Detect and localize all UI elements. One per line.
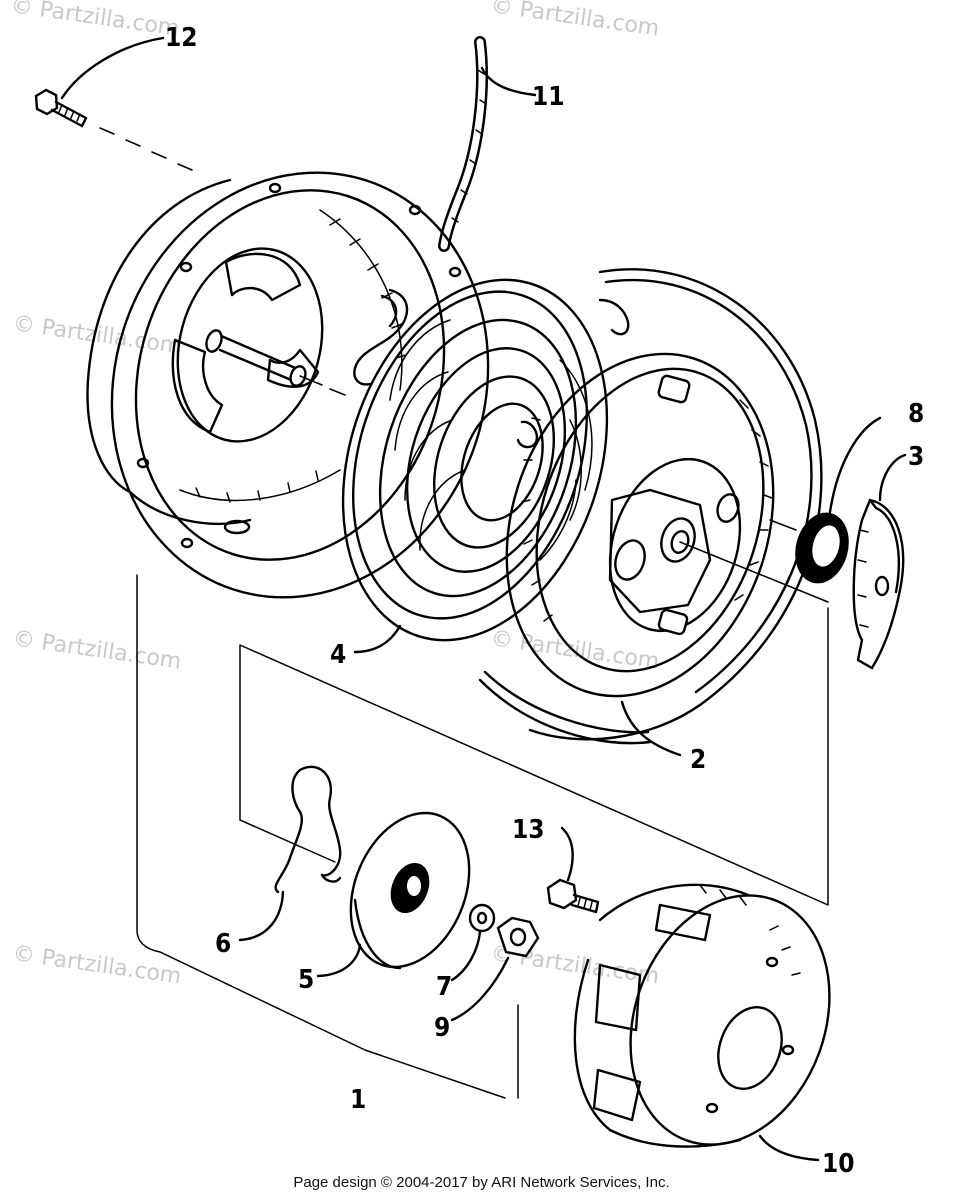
callout-4: 4: [330, 640, 346, 670]
part-4-spring: [341, 278, 630, 642]
callouts: 1 2 3 4 5 6 7 8 9 10 11 12 13: [165, 23, 924, 1179]
callout-2: 2: [690, 745, 706, 775]
callout-12: 12: [165, 23, 198, 53]
callout-1: 1: [350, 1085, 366, 1115]
callout-11: 11: [532, 82, 565, 112]
part-7-washer: [468, 903, 496, 933]
callout-7: 7: [436, 972, 452, 1002]
callout-6: 6: [215, 929, 231, 959]
part-5-friction-plate: [349, 811, 471, 970]
group-brackets: [136, 574, 829, 1099]
part-13-bolt: [546, 878, 600, 914]
part-3-pawl: [852, 498, 905, 670]
leader-lines: [60, 36, 907, 1162]
callout-9: 9: [434, 1013, 450, 1043]
watermark-mid-left: © Partzilla.com: [11, 311, 183, 359]
part-8-seal: [769, 512, 849, 584]
part-12-bolt: [34, 88, 193, 171]
callout-5: 5: [298, 965, 314, 995]
part-11-rope: [438, 36, 488, 252]
callout-3: 3: [908, 442, 924, 472]
callout-8: 8: [908, 399, 924, 429]
callout-10: 10: [822, 1149, 855, 1179]
part-9-nut: [496, 916, 540, 958]
page-footer: Page design © 2004-2017 by ARI Network S…: [293, 1174, 670, 1191]
watermark-lower-left: © Partzilla.com: [11, 626, 183, 674]
callout-13: 13: [512, 815, 545, 845]
watermark-bottom-left: © Partzilla.com: [11, 941, 183, 989]
part-6-friction-spring: [274, 765, 342, 894]
part-10-drum: [573, 883, 831, 1148]
watermark-top-left: © Partzilla.com: [9, 0, 181, 42]
watermark-top-right: © Partzilla.com: [489, 0, 661, 42]
part-1-housing: [86, 171, 490, 599]
